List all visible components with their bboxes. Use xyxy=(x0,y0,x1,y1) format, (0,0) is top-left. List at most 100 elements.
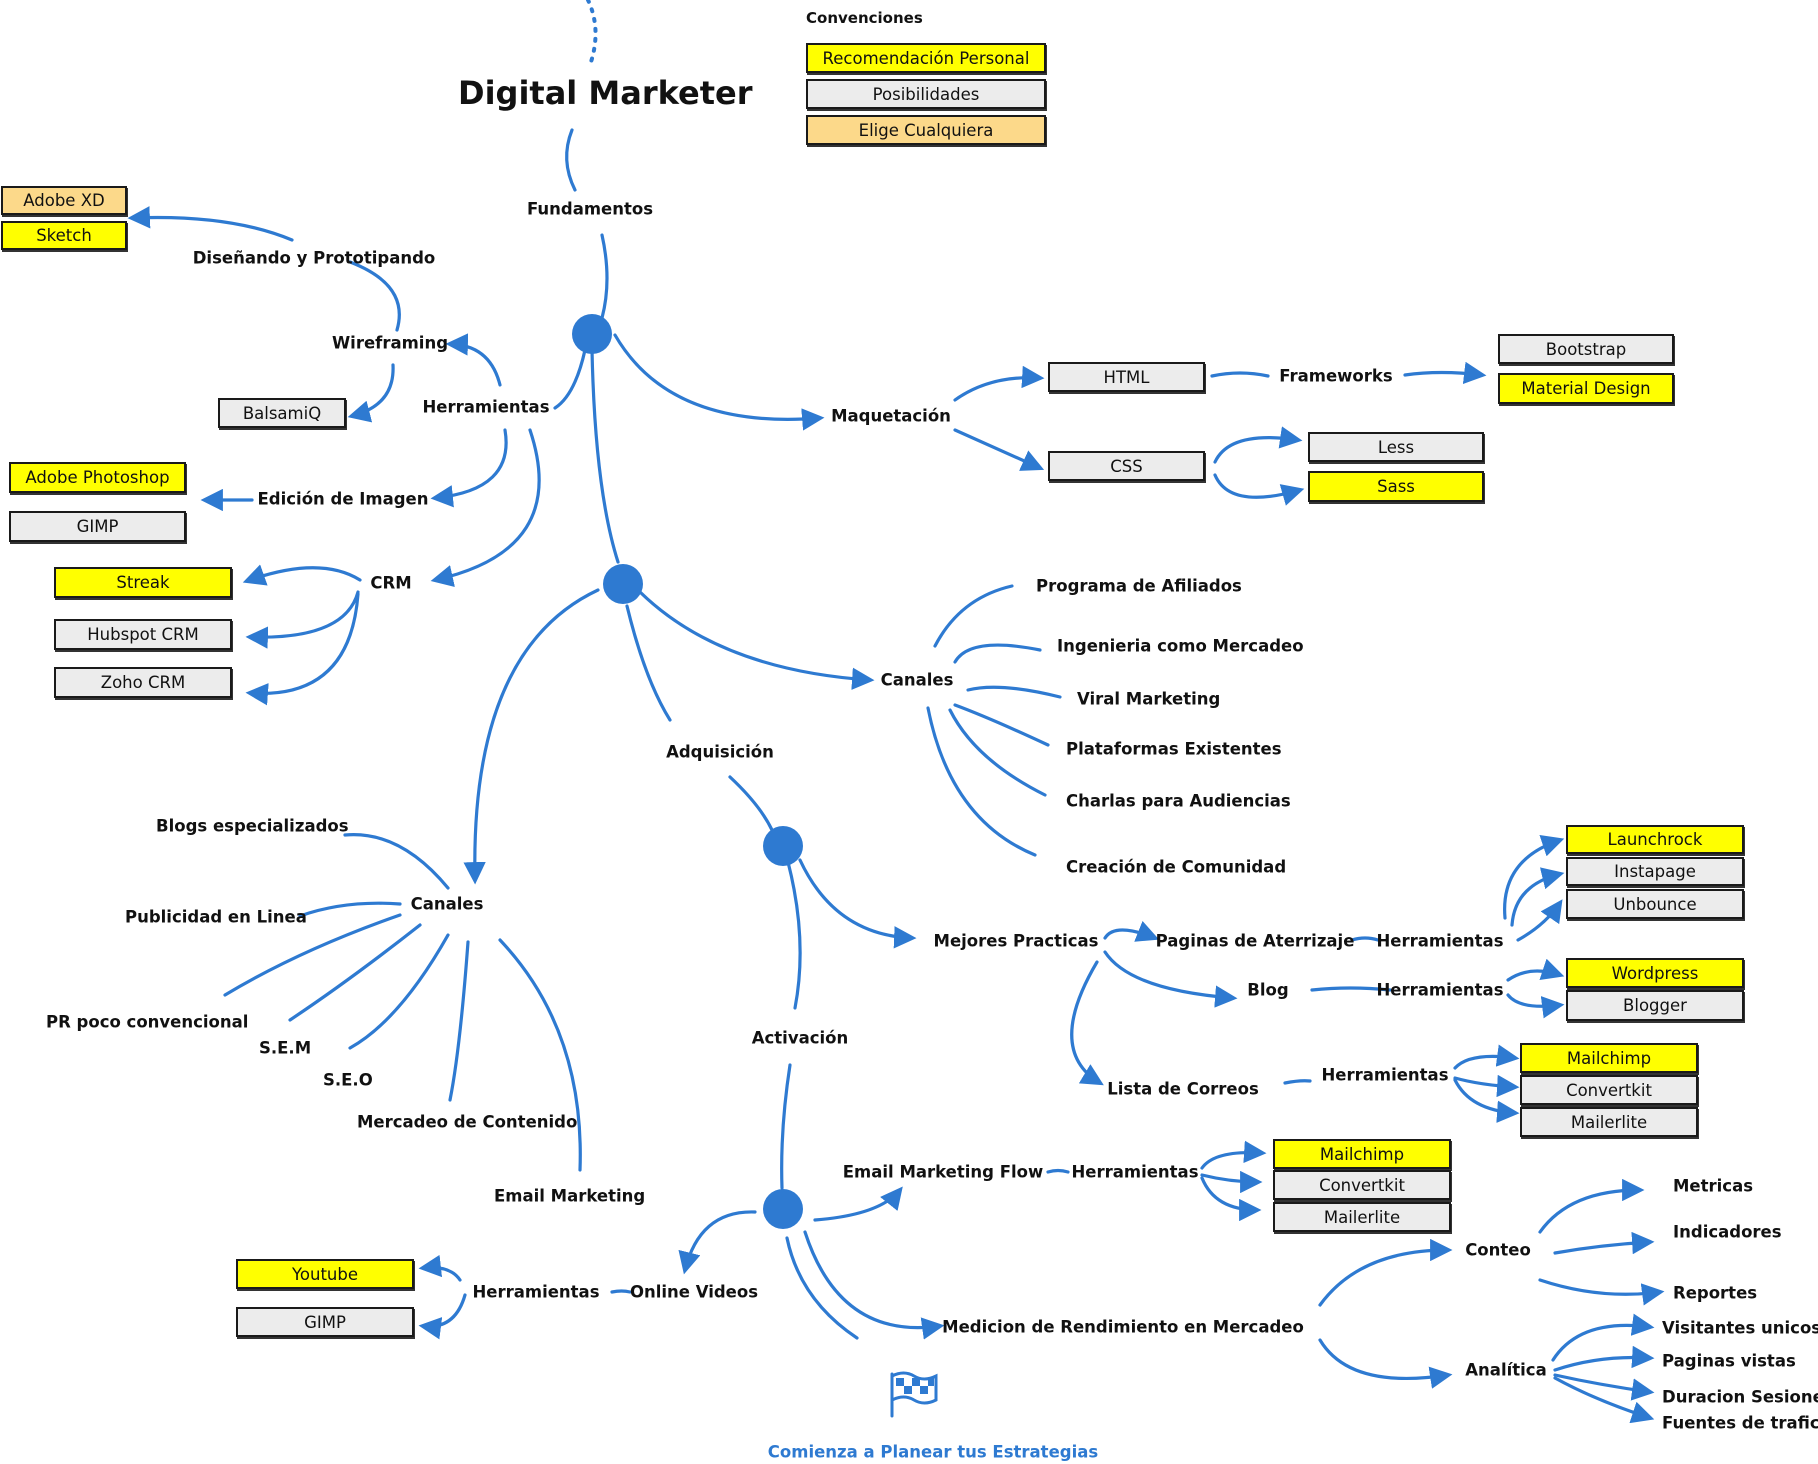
box-streak: Streak xyxy=(54,567,232,598)
canales-to-viral-line xyxy=(966,685,1062,699)
flow-herramientas-to-mailchimp-line xyxy=(1200,1140,1267,1170)
label-herramientas-videos: Herramientas xyxy=(472,1282,600,1302)
analitica-to-fuentes-line xyxy=(1553,1376,1655,1424)
mejores-to-blog-line xyxy=(1103,950,1238,1008)
hub-node-fundamentos xyxy=(572,314,612,354)
label-plataformas-existentes: Plataformas Existentes xyxy=(1066,739,1282,759)
canales-to-seo-line xyxy=(348,933,450,1050)
label-blogs-especializados: Blogs especializados xyxy=(156,816,349,836)
box-adobe-xd: Adobe XD xyxy=(1,186,127,215)
label-pr-convencional: PR poco convencional xyxy=(46,1012,249,1032)
label-fuentes-trafico: Fuentes de trafico xyxy=(1662,1413,1818,1433)
label-medicion-rendimiento: Medicion de Rendimiento en Mercadeo xyxy=(942,1317,1304,1337)
node4-extra-line xyxy=(785,1236,859,1340)
emailflow-to-herramientas-line xyxy=(1046,1168,1070,1174)
canales-to-pr-line xyxy=(223,913,402,997)
node1-to-node2-line xyxy=(590,348,620,564)
herramientas-to-instapage-line xyxy=(1510,867,1565,927)
label-paginas-aterrizaje: Paginas de Aterrizaje xyxy=(1155,931,1355,951)
checkered-flag-icon xyxy=(890,1371,938,1418)
label-metricas: Metricas xyxy=(1673,1176,1754,1196)
blog-to-herramientas-line xyxy=(1310,986,1392,992)
box-less: Less xyxy=(1308,432,1484,462)
label-frameworks: Frameworks xyxy=(1279,366,1393,386)
label-charlas-audiencias: Charlas para Audiencias xyxy=(1066,791,1291,811)
box-youtube: Youtube xyxy=(236,1259,414,1289)
label-canales-left: Canales xyxy=(410,894,484,914)
paginas-to-herramientas-line xyxy=(1350,936,1380,942)
mejores-to-paginas-line xyxy=(1103,920,1160,942)
fundamentos-to-node1-line xyxy=(600,233,609,320)
footer-cta: Comienza a Planear tus Estrategias xyxy=(767,1442,1099,1462)
hub-node-mejores xyxy=(763,826,803,866)
wireframing-to-disenando-line xyxy=(348,260,401,332)
canales-to-afiliados-line xyxy=(933,584,1014,648)
box-convertkit-flow: Convertkit xyxy=(1273,1170,1451,1200)
box-css: CSS xyxy=(1048,451,1205,481)
herramientas-to-launchrock-line xyxy=(1503,835,1565,920)
label-mercadeo-contenido: Mercadeo de Contenido xyxy=(357,1112,578,1132)
box-html: HTML xyxy=(1048,362,1205,392)
box-balsamiq: BalsamiQ xyxy=(218,398,346,428)
label-indicadores: Indicadores xyxy=(1673,1222,1782,1242)
canales-to-plataformas-line xyxy=(953,703,1050,747)
label-programa-afiliados: Programa de Afiliados xyxy=(1036,576,1242,596)
conteo-to-metricas-line xyxy=(1538,1178,1645,1234)
analitica-to-duracion-line xyxy=(1553,1373,1655,1401)
medicion-to-analitica-line xyxy=(1318,1338,1453,1389)
html-to-frameworks-line xyxy=(1210,371,1270,378)
node4-to-medicion-line xyxy=(803,1230,945,1340)
medicion-to-conteo-line xyxy=(1318,1238,1453,1307)
canales-to-blogs-line xyxy=(343,833,450,890)
lista-herramientas-to-mailchimp-line xyxy=(1453,1044,1520,1070)
onlinevideos-to-herramientas-line xyxy=(610,1289,632,1294)
box-mailchimp-flow: Mailchimp xyxy=(1273,1139,1451,1169)
box-wordpress: Wordpress xyxy=(1566,958,1744,988)
box-gimp: GIMP xyxy=(9,511,186,542)
activacion-to-node4-line xyxy=(780,1063,792,1190)
box-unbounce: Unbounce xyxy=(1566,889,1744,919)
hub-node-adquisicion xyxy=(603,564,643,604)
node1-to-maquetacion-line xyxy=(613,333,825,431)
label-mejores-practicas: Mejores Practicas xyxy=(933,931,1099,951)
label-seo: S.E.O xyxy=(323,1070,373,1090)
crm-to-zoho-line xyxy=(245,592,360,706)
crm-to-streak-line xyxy=(242,564,362,586)
analitica-to-paginasvistas-line xyxy=(1553,1345,1655,1372)
canales-to-ingenieria-line xyxy=(953,643,1042,664)
label-viral-marketing: Viral Marketing xyxy=(1077,689,1221,709)
title-to-fundamentos-line xyxy=(565,128,577,192)
box-launchrock: Launchrock xyxy=(1566,825,1744,854)
label-blog: Blog xyxy=(1247,980,1289,1000)
label-herramientas-blog: Herramientas xyxy=(1376,980,1504,1000)
page-title: Digital Marketer xyxy=(458,74,753,112)
video-herramientas-to-gimp-line xyxy=(418,1293,467,1340)
adquisicion-to-node3-line xyxy=(728,775,774,832)
maquetacion-to-css-line xyxy=(953,428,1045,471)
box-hubspot-crm: Hubspot CRM xyxy=(54,619,232,650)
node2-to-adquisicion-line xyxy=(625,604,672,722)
css-to-less-line xyxy=(1213,426,1303,464)
label-duracion-sesiones: Duracion Sesiones xyxy=(1662,1387,1818,1407)
box-mailchimp-lista: Mailchimp xyxy=(1520,1043,1698,1073)
label-reportes: Reportes xyxy=(1673,1283,1758,1303)
label-email-marketing: Email Marketing xyxy=(494,1186,646,1206)
label-conteo: Conteo xyxy=(1465,1240,1531,1260)
node1-to-herramientas-line xyxy=(553,348,587,410)
label-publicidad-linea: Publicidad en Linea xyxy=(125,907,307,927)
label-crm: CRM xyxy=(370,573,412,593)
box-convertkit-lista: Convertkit xyxy=(1520,1075,1698,1105)
node2-to-canales-right-line xyxy=(638,590,875,690)
mejores-to-lista-line xyxy=(1070,960,1104,1086)
label-paginas-vistas: Paginas vistas xyxy=(1662,1351,1796,1371)
flow-herramientas-to-mailerlite-line xyxy=(1200,1176,1262,1222)
node2-to-canales-left-line xyxy=(463,588,600,885)
label-lista-correos: Lista de Correos xyxy=(1107,1079,1259,1099)
legend-recommended: Recomendación Personal xyxy=(806,43,1046,73)
label-herramientas-flow: Herramientas xyxy=(1071,1162,1199,1182)
canales-to-publicidad-line xyxy=(298,901,402,918)
herramientas-to-wireframing-line xyxy=(445,333,502,387)
conteo-to-reportes-line xyxy=(1538,1278,1665,1306)
label-activacion: Activación xyxy=(751,1028,849,1048)
